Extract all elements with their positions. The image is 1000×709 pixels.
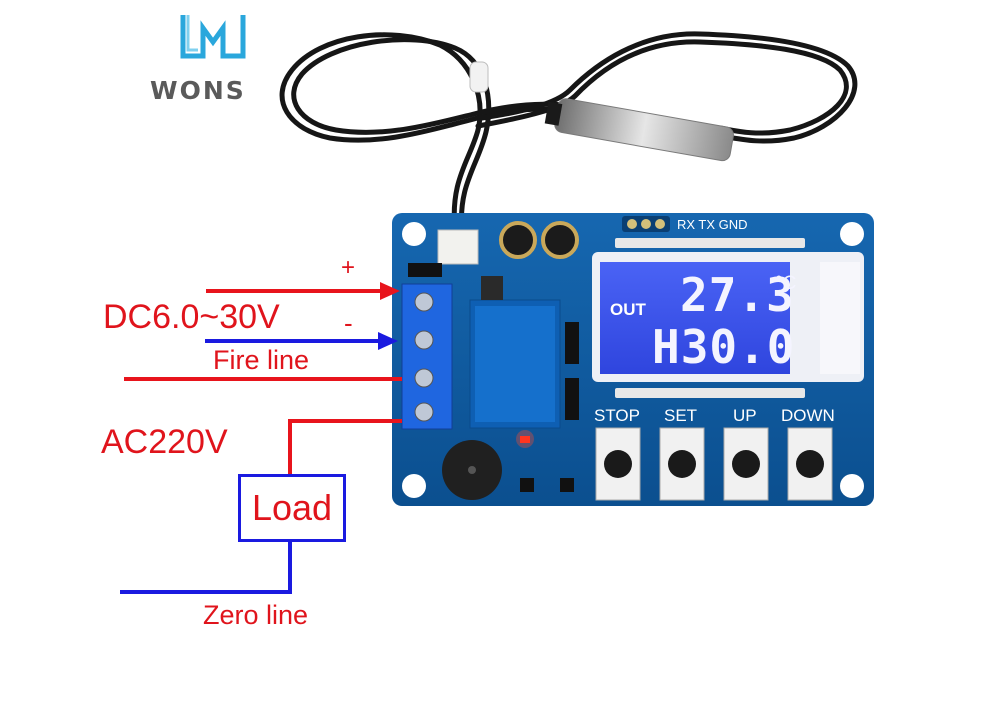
lcd-setpoint: H30.0 xyxy=(652,320,796,374)
negative-label: - xyxy=(344,308,353,338)
cable-tie xyxy=(469,61,489,93)
temperature-probe xyxy=(544,98,734,162)
up-button-label: UP xyxy=(733,406,757,425)
dc-voltage-label: DC6.0~30V xyxy=(103,298,280,336)
header-pin-label: RX TX GND xyxy=(677,217,748,232)
zero-line-label: Zero line xyxy=(203,600,309,630)
wons-logo-icon xyxy=(180,15,246,59)
ac-voltage-label: AC220V xyxy=(101,423,228,461)
status-led xyxy=(520,436,530,443)
load-label: Load xyxy=(251,487,333,528)
fire-line-label: Fire line xyxy=(213,345,310,375)
lcd-temperature: 27.3 xyxy=(680,268,795,322)
down-button-label: DOWN xyxy=(781,406,835,425)
stop-button-label: STOP xyxy=(594,406,640,425)
lcd-mode-label: OUT xyxy=(610,300,646,319)
lcd-unit: °C xyxy=(775,273,797,294)
positive-label: + xyxy=(341,254,356,281)
button-bodies xyxy=(595,427,833,501)
set-button-label: SET xyxy=(664,406,698,425)
load-box: Load xyxy=(238,474,346,542)
wiring-lines xyxy=(120,282,402,594)
brand-name: WONS xyxy=(150,76,246,105)
lcd-screen xyxy=(600,262,790,374)
